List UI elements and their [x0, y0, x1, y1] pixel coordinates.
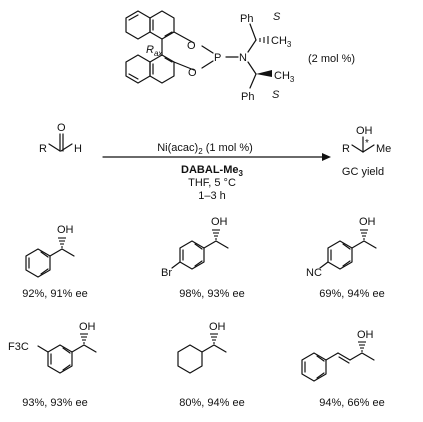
product-r: R — [342, 143, 350, 155]
ligand-ph-top: Ph — [240, 13, 253, 25]
product-oh: OH — [356, 125, 373, 137]
example-styryl-ethanol: OH 94%, 66% ee — [301, 329, 385, 409]
example-oh: OH — [211, 216, 228, 228]
upper-naphthyl — [125, 10, 175, 40]
product-alcohol: OH R Me * GC yield — [342, 125, 391, 178]
substrate-r: R — [39, 143, 47, 155]
hashed-bond — [80, 333, 88, 344]
substrate-aldehyde: O R H — [39, 122, 82, 155]
hashed-bond — [212, 229, 220, 240]
example-substituent: Br — [161, 267, 172, 279]
hashed-bond — [210, 333, 218, 344]
top-hashed-bond — [259, 36, 269, 44]
ligand-ch3-bottom: CH3 — [274, 70, 295, 84]
example-oh: OH — [57, 224, 74, 236]
hashed-bond — [358, 341, 366, 352]
product-me: Me — [376, 143, 391, 155]
substrate-o: O — [57, 122, 66, 134]
bottom-wedge-bond — [256, 70, 272, 77]
example-result: 92%, 91% ee — [22, 288, 87, 300]
example-oh: OH — [359, 216, 376, 228]
condition-catalyst: Ni(acac)2 (1 mol %) — [157, 142, 253, 156]
reaction-arrow — [102, 153, 331, 161]
product-gc-note: GC yield — [342, 166, 384, 178]
condition-time: 1–3 h — [198, 190, 226, 202]
hashed-bond — [58, 237, 66, 248]
substrate-h: H — [74, 143, 82, 155]
ligand-s-bottom: S — [272, 89, 280, 101]
example-substituent: NC — [306, 267, 322, 279]
lower-naphthyl — [125, 54, 175, 84]
example-oh: OH — [79, 321, 96, 333]
ligand-structure: O O P N Ph Ph S S CH3 CH3 Rax (2 mol %) — [125, 10, 355, 103]
ligand-o2: O — [188, 67, 197, 79]
example-oh: OH — [209, 321, 226, 333]
example-cyclohexylethanol: OH 80%, 94% ee — [177, 321, 245, 409]
example-3-trifluoromethylphenylethanol: OH F3C 93%, 93% ee — [8, 321, 97, 409]
example-4-bromophenylethanol: OH Br 98%, 93% ee — [161, 216, 245, 300]
example-result: 94%, 66% ee — [319, 397, 384, 409]
hashed-bond — [360, 229, 368, 240]
product-stereocenter-star: * — [365, 138, 369, 149]
example-4-cyanophenylethanol: OH NC 69%, 94% ee — [306, 216, 385, 300]
ligand-rax: Rax — [146, 44, 163, 58]
example-result: 80%, 94% ee — [179, 397, 244, 409]
condition-reagent: DABAL-Me3 — [181, 164, 243, 178]
example-result: 69%, 94% ee — [319, 288, 384, 300]
ligand-loading: (2 mol %) — [308, 53, 355, 65]
ligand-ch3-top: CH3 — [271, 35, 292, 49]
ligand-ph-bottom: Ph — [241, 91, 254, 103]
ligand-n: N — [239, 52, 247, 64]
example-substituent: F3C — [8, 341, 29, 353]
condition-solvent-temp: THF, 5 °C — [188, 177, 236, 189]
ligand-p: P — [214, 52, 221, 64]
example-phenylethanol: OH 92%, 91% ee — [22, 224, 87, 300]
ligand-s-top: S — [273, 11, 281, 23]
example-oh: OH — [357, 329, 374, 341]
example-result: 93%, 93% ee — [22, 397, 87, 409]
example-result: 98%, 93% ee — [179, 288, 244, 300]
ligand-o1: O — [187, 40, 196, 52]
